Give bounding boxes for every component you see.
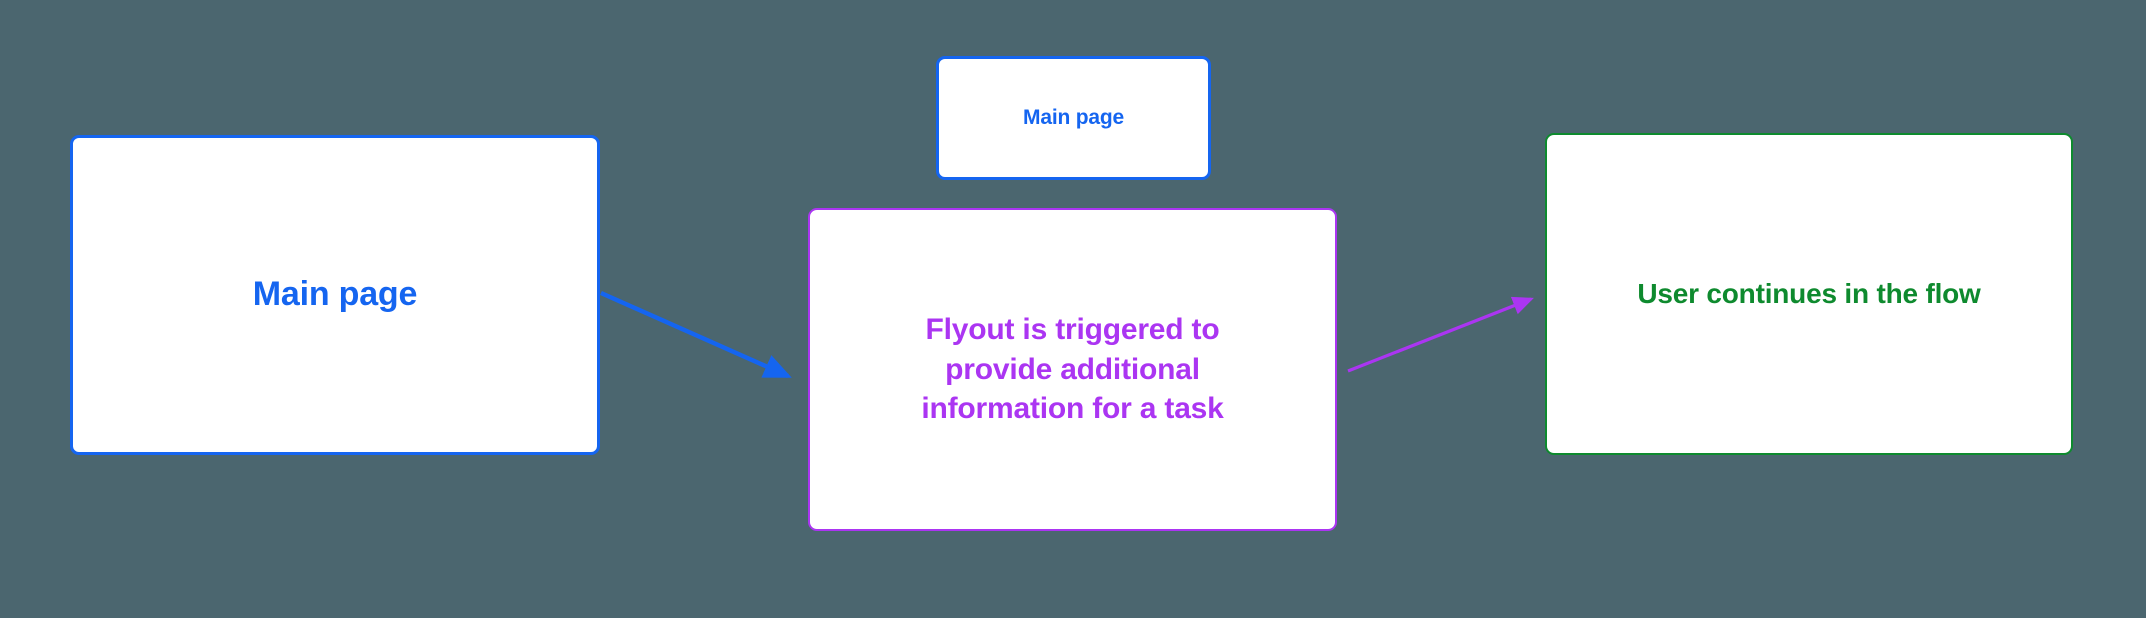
node-user-continues-label: User continues in the flow [1637,277,1981,309]
node-user-continues[interactable]: User continues in the flow [1545,133,2073,455]
node-flyout-label: Flyout is triggered to provide additiona… [921,313,1224,426]
connector-flyout-to-user-continues [1347,296,1534,373]
node-flyout[interactable]: Flyout is triggered to provide additiona… [808,208,1337,531]
node-main-page-label: Main page [252,275,418,314]
connector-main-page-to-flyout [600,290,792,379]
node-main-page-small[interactable]: Main page [936,56,1211,180]
node-main-page[interactable]: Main page [70,135,600,455]
node-main-page-small-label: Main page [1023,106,1124,130]
